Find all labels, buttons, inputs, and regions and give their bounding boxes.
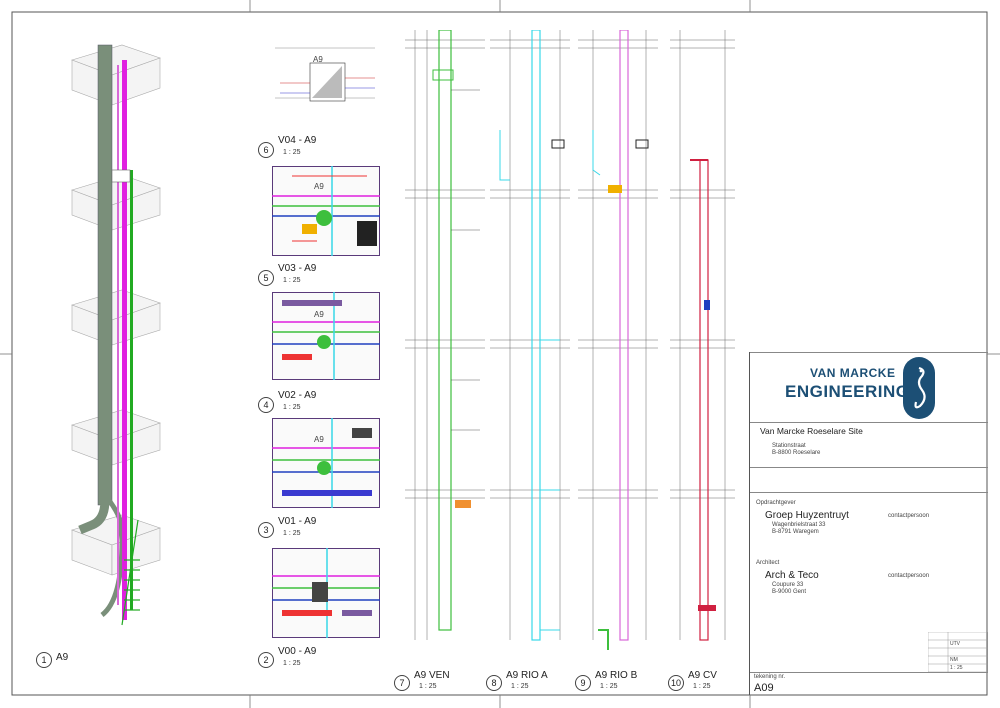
view-scale-10: 1 : 25 [693, 683, 711, 690]
view-scale-5: 1 : 25 [283, 277, 301, 284]
view-label-9: A9 RIO B [595, 670, 638, 681]
view-number-1: 1 [36, 652, 52, 668]
architect-address-1: Coupure 33 [772, 582, 804, 588]
view-number-9: 9 [575, 675, 591, 691]
view-label-10: A9 CV [688, 670, 717, 681]
section-ven [405, 30, 485, 640]
view-number-8: 8 [486, 675, 502, 691]
view-number-6: 6 [258, 142, 274, 158]
meta-1: UTV [950, 641, 960, 647]
client-address-1: Wagenbrielstraat 33 [772, 522, 826, 528]
sheet-label: tekening nr. [754, 674, 786, 680]
section-rio-a [490, 30, 570, 641]
project-name: Van Marcke Roeselare Site [760, 426, 863, 436]
view-scale-2: 1 : 25 [283, 660, 301, 667]
view-scale-8: 1 : 25 [511, 683, 529, 690]
plan-v00 [272, 548, 380, 638]
client-address-2: B-8791 Waregem [772, 529, 819, 535]
plan-v02 [272, 292, 380, 380]
view-number-2: 2 [258, 652, 274, 668]
seahorse-logo-icon [903, 357, 935, 419]
revision-table [928, 632, 988, 672]
project-address-2: B-8800 Roeselare [772, 450, 821, 456]
view-scale-3: 1 : 25 [283, 530, 301, 537]
view-scale-6: 1 : 25 [283, 149, 301, 156]
view-label-3: V01 - A9 [278, 516, 317, 527]
plan-v01-tag: A9 [314, 435, 324, 444]
meta-3: 1 : 25 [950, 665, 963, 671]
architect-heading: Architect [756, 560, 780, 566]
plan-v03 [272, 166, 380, 256]
plan-v01 [272, 418, 380, 508]
view-label-4: V02 - A9 [278, 390, 317, 401]
architect-name: Arch & Teco [765, 570, 819, 581]
plan-v03-tag: A9 [314, 182, 324, 191]
logo-line2: ENGINEERING [785, 382, 910, 401]
view-label-8: A9 RIO A [506, 670, 548, 681]
client-name: Groep Huyzentruyt [765, 510, 849, 521]
view-number-5: 5 [258, 270, 274, 286]
architect-address-2: B-9000 Gent [772, 589, 807, 595]
view-number-4: 4 [258, 397, 274, 413]
title-block: VAN MARCKE ENGINEERING Van Marcke Roesel… [749, 352, 988, 695]
view-number-7: 7 [394, 675, 410, 691]
architect-contact: contactpersoon [888, 573, 930, 579]
view-label-6: V04 - A9 [278, 135, 317, 146]
project-address-1: Stationstraat [772, 443, 806, 449]
plan-v04-tag: A9 [313, 55, 323, 64]
sheet-number: A09 [754, 682, 774, 694]
logo-line1: VAN MARCKE [810, 366, 896, 380]
client-contact: contactpersoon [888, 513, 930, 519]
client-heading: Opdrachtgever [756, 500, 796, 506]
view-number-10: 10 [668, 675, 684, 691]
view-label-2: V00 - A9 [278, 646, 317, 657]
view-label-1: A9 [56, 652, 69, 663]
section-cv [670, 30, 735, 641]
meta-2: NM [950, 657, 958, 663]
view-label-5: V03 - A9 [278, 263, 317, 274]
view-scale-9: 1 : 25 [600, 683, 618, 690]
view-number-3: 3 [258, 522, 274, 538]
section-rio-b [578, 30, 658, 650]
plan-v04 [275, 47, 375, 102]
view-label-7: A9 VEN [414, 670, 450, 681]
view-1-3d-shaft [71, 44, 161, 626]
view-scale-4: 1 : 25 [283, 404, 301, 411]
view-scale-7: 1 : 25 [419, 683, 437, 690]
plan-v02-tag: A9 [314, 310, 324, 319]
